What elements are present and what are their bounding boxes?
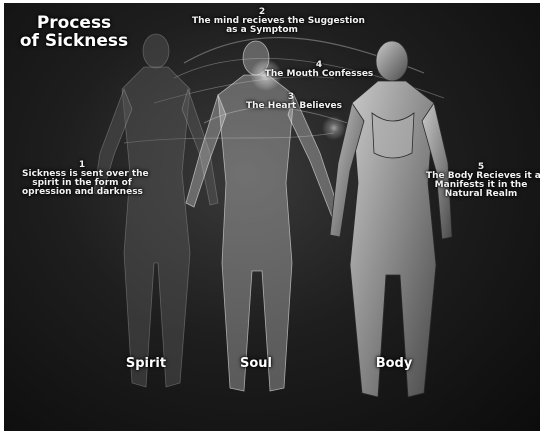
label-spirit: Spirit bbox=[116, 357, 176, 370]
step-1-annotation: 1 Sickness is sent over the spirit in th… bbox=[22, 161, 142, 197]
diagram-title: Process of Sickness bbox=[14, 15, 134, 51]
step-2-annotation: 2 The mind recieves the Suggestion as a … bbox=[192, 8, 332, 35]
step-text-line: opression and darkness bbox=[22, 188, 142, 197]
step-text-line: The Heart Believes bbox=[246, 102, 336, 111]
label-body: Body bbox=[364, 357, 424, 370]
step-5-annotation: 5 The Body Recieves it and Manifests it … bbox=[426, 163, 536, 199]
step-3-annotation: 3 The Heart Believes bbox=[246, 93, 336, 111]
label-soul: Soul bbox=[226, 357, 286, 370]
spirit-figure bbox=[94, 34, 218, 387]
step-4-annotation: 4 The Mouth Confesses bbox=[264, 61, 374, 79]
diagram-frame: Process of Sickness 1 Sickness is sent o… bbox=[4, 3, 540, 431]
heart-glow bbox=[322, 116, 346, 140]
step-text-line: as a Symptom bbox=[192, 26, 332, 35]
step-text-line: The Mouth Confesses bbox=[264, 70, 374, 79]
title-line-2: of Sickness bbox=[14, 33, 134, 51]
step-text-line: Natural Realm bbox=[426, 190, 536, 199]
